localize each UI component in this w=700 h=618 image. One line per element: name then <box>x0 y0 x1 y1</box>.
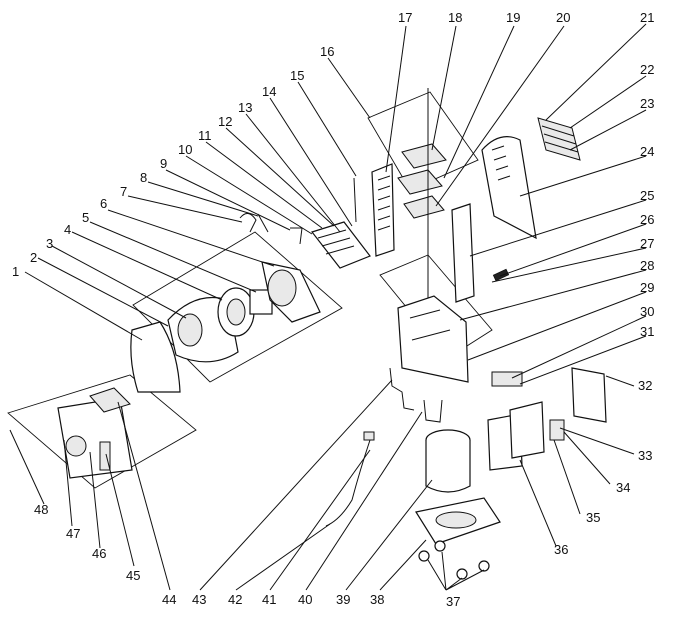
parts-drawing <box>57 88 607 580</box>
part-relay <box>491 371 523 387</box>
part-handle <box>99 441 111 471</box>
part-coil-fins <box>317 229 355 255</box>
callout-label-8: 8 <box>140 170 147 185</box>
leader-lines <box>9 23 647 591</box>
callout-label-24: 24 <box>640 144 654 159</box>
part-tube-a <box>389 367 415 411</box>
part-rear-cover <box>481 136 537 240</box>
callout-label-5: 5 <box>82 210 89 225</box>
callout-label-28: 28 <box>640 258 654 273</box>
part-caster-3 <box>456 568 468 580</box>
part-bracket-c <box>290 227 303 245</box>
callout-label-16: 16 <box>320 44 334 59</box>
part-caster-1 <box>418 550 430 562</box>
callout-label-41: 41 <box>262 592 276 607</box>
callout-label-31: 31 <box>640 324 654 339</box>
part-fan-hub <box>226 298 246 326</box>
part-chassis-ribs <box>409 309 451 341</box>
part-sensor-wire <box>353 177 357 223</box>
part-control-board-low <box>403 195 445 219</box>
callout-label-13: 13 <box>238 100 252 115</box>
callout-label-26: 26 <box>640 212 654 227</box>
part-scroll-opening <box>267 269 297 307</box>
part-rear-vents <box>491 145 511 181</box>
callout-label-1: 1 <box>12 264 19 279</box>
callout-label-29: 29 <box>640 280 654 295</box>
part-capacitor <box>549 419 565 441</box>
callout-label-33: 33 <box>638 448 652 463</box>
part-grille-slots <box>377 175 391 231</box>
part-front-cover <box>130 321 181 393</box>
callout-label-27: 27 <box>640 236 654 251</box>
callout-label-42: 42 <box>228 592 242 607</box>
part-side-panel <box>57 397 133 479</box>
part-power-cord <box>325 439 371 527</box>
callout-label-10: 10 <box>178 142 192 157</box>
part-control-bracket <box>571 367 607 423</box>
callout-label-19: 19 <box>506 10 520 25</box>
callout-label-35: 35 <box>586 510 600 525</box>
callout-label-32: 32 <box>638 378 652 393</box>
callout-label-12: 12 <box>218 114 232 129</box>
callout-label-45: 45 <box>126 568 140 583</box>
callout-label-6: 6 <box>100 196 107 211</box>
part-filter-mesh <box>541 125 579 153</box>
part-bracket-b <box>257 213 269 233</box>
part-bracket-a <box>239 213 257 233</box>
part-base-mount <box>435 511 477 529</box>
part-terminal-block <box>509 401 545 459</box>
part-chassis <box>397 295 469 383</box>
part-top-bracket <box>89 387 131 413</box>
part-plug <box>363 431 375 441</box>
part-control-board-top <box>401 143 447 169</box>
callout-label-30: 30 <box>640 304 654 319</box>
part-caster-4 <box>478 560 490 572</box>
part-caster-2 <box>434 540 446 552</box>
part-control-board-mid <box>397 169 443 195</box>
control-board-frame <box>367 91 479 191</box>
callout-label-44: 44 <box>162 592 176 607</box>
callout-label-39: 39 <box>336 592 350 607</box>
callout-label-17: 17 <box>398 10 412 25</box>
callout-label-23: 23 <box>640 96 654 111</box>
callout-label-38: 38 <box>370 592 384 607</box>
part-evaporator-coil <box>310 221 371 269</box>
callout-label-11: 11 <box>198 128 212 143</box>
part-front-grille <box>371 163 395 257</box>
callout-label-34: 34 <box>616 480 630 495</box>
callout-label-37: 37 <box>446 594 460 609</box>
callout-label-47: 47 <box>66 526 80 541</box>
callout-label-40: 40 <box>298 592 312 607</box>
callout-label-4: 4 <box>64 222 71 237</box>
callout-label-20: 20 <box>556 10 570 25</box>
callout-label-21: 21 <box>640 10 654 25</box>
callout-label-25: 25 <box>640 188 654 203</box>
callout-label-7: 7 <box>120 184 127 199</box>
callout-label-36: 36 <box>554 542 568 557</box>
part-compressor-body <box>425 440 471 493</box>
callout-label-15: 15 <box>290 68 304 83</box>
callout-label-3: 3 <box>46 236 53 251</box>
callout-label-2: 2 <box>30 250 37 265</box>
callout-label-18: 18 <box>448 10 462 25</box>
part-knob <box>65 435 87 457</box>
callout-label-9: 9 <box>160 156 167 171</box>
callout-label-43: 43 <box>192 592 206 607</box>
callout-label-14: 14 <box>262 84 276 99</box>
part-tube-b <box>423 399 443 423</box>
part-blower-inlet <box>177 313 203 347</box>
part-drain-fitting <box>492 268 510 282</box>
callout-label-22: 22 <box>640 62 654 77</box>
callout-label-46: 46 <box>92 546 106 561</box>
callout-label-48: 48 <box>34 502 48 517</box>
part-side-grille <box>451 203 475 303</box>
